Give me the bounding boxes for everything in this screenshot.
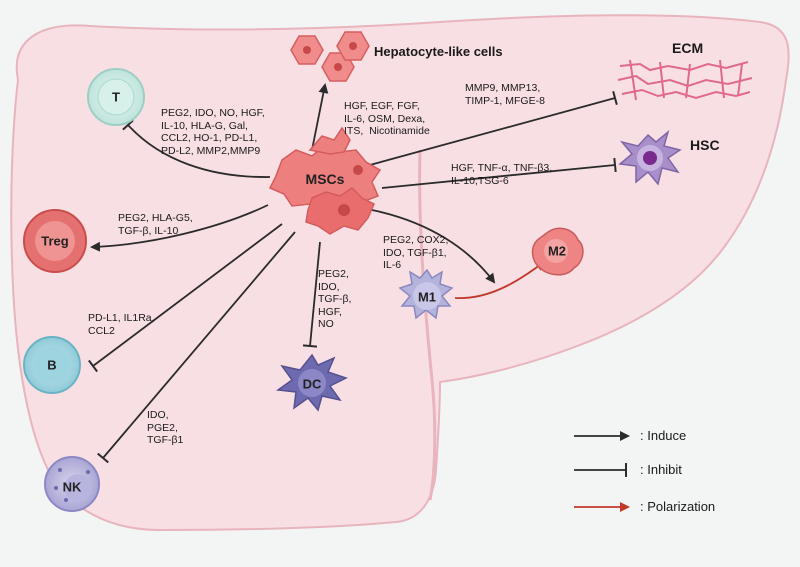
- inhibit-msc-to-dc: [302, 241, 321, 348]
- m2-cell-label: M2: [547, 243, 567, 259]
- polarization-m1-to-m2: [454, 260, 546, 299]
- arrow-msc-to-hepatocyte: [311, 83, 329, 151]
- t-cell-icon: [87, 68, 145, 126]
- factors-dc: PEG2, IDO, TGF-β, HGF, NO: [318, 268, 352, 330]
- legend-induce-label: : Induce: [640, 428, 687, 443]
- inhibit-msc-to-nk: [97, 231, 296, 464]
- hsc-cell-icon: [618, 129, 682, 186]
- legend-polarization-label: : Polarization: [640, 499, 716, 514]
- factors-hepatocyte: HGF, EGF, FGF, IL-6, OSM, Dexa, ITS, Nic…: [344, 100, 430, 137]
- legend-inhibit-label: : Inhibit: [640, 462, 682, 477]
- inhibit-msc-to-b: [87, 223, 283, 373]
- nk-cell-icon: [44, 456, 100, 512]
- ecm-label: ECM: [672, 40, 704, 56]
- ecm-fibers-icon: [617, 59, 753, 101]
- msc-label: MSCs: [305, 171, 345, 187]
- t-cell-label: T: [112, 89, 120, 105]
- factors-b: PD-L1, IL1Ra, CCL2: [88, 312, 155, 337]
- factors-m1: PEG2, COX2, IDO, TGF-β1, IL-6: [383, 234, 449, 271]
- b-cell-label: B: [47, 357, 57, 373]
- arrow-msc-to-treg: [90, 204, 269, 252]
- dc-cell-icon: [275, 353, 348, 412]
- falciform-ligament: [418, 149, 437, 501]
- arrow-msc-to-m1: [371, 209, 496, 284]
- treg-cell-label: Treg: [41, 233, 69, 249]
- dc-cell-label: DC: [302, 376, 322, 392]
- m1-cell-icon: [398, 268, 454, 320]
- hepatocyte-label: Hepatocyte-like cells: [374, 44, 503, 59]
- factors-treg: PEG2, HLA-G5, TGF-β, IL-10: [118, 212, 193, 237]
- m1-cell-label: M1: [417, 289, 437, 305]
- treg-cell-icon: [23, 209, 87, 273]
- hsc-label: HSC: [690, 137, 720, 153]
- nk-cell-label: NK: [62, 479, 82, 495]
- hepatocyte-cells-icon: [290, 31, 370, 82]
- b-cell-icon: [23, 336, 81, 394]
- factors-hsc: HGF, TNF-α, TNF-β3, IL-10,TSG-6: [451, 162, 553, 187]
- inhibit-msc-to-ecm: [369, 90, 618, 166]
- inhibit-msc-to-hsc: [381, 157, 617, 189]
- m2-cell-icon: [531, 227, 584, 276]
- inhibit-msc-to-t: [122, 119, 271, 178]
- factors-ecm: MMP9, MMP13, TIMP-1, MFGE-8: [465, 82, 545, 107]
- factors-t: PEG2, IDO, NO, HGF, IL-10, HLA-G, Gal, C…: [161, 107, 265, 157]
- msc-cluster-icon: [268, 126, 382, 235]
- factors-nk: IDO, PGE2, TGF-β1: [147, 409, 184, 446]
